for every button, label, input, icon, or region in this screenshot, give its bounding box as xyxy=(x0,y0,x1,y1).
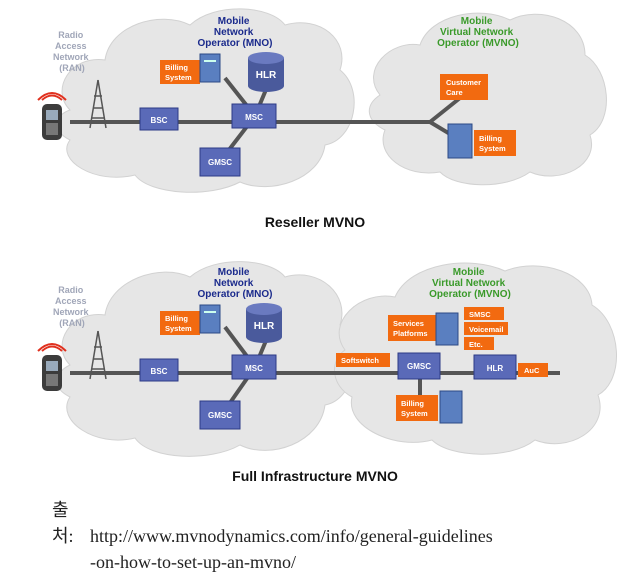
voicemail-box: Voicemail xyxy=(464,322,508,335)
mvno-billing-system: Billing System xyxy=(447,123,516,159)
auc-box: AuC xyxy=(518,363,548,377)
ran-label: Radio Access Network (RAN) xyxy=(53,30,91,73)
svg-text:Customer Care: Customer Care xyxy=(446,78,483,97)
svg-text:Etc.: Etc. xyxy=(469,340,483,349)
svg-text:AuC: AuC xyxy=(524,366,540,375)
svg-text:BSC: BSC xyxy=(151,367,168,376)
reseller-caption: Reseller MVNO xyxy=(264,214,366,230)
svg-text:HLR: HLR xyxy=(254,321,275,332)
svg-text:Voicemail: Voicemail xyxy=(469,325,503,334)
svg-text:SMSC: SMSC xyxy=(469,310,491,319)
svg-text:Services Platforms: Services Platforms xyxy=(393,319,428,338)
mno-hlr-database: HLR xyxy=(246,303,282,343)
mobile-phone-icon xyxy=(37,343,67,391)
source-prefix: 출처: xyxy=(52,500,74,546)
mno-label: Mobile Network Operator (MNO) xyxy=(198,267,273,300)
svg-text:HLR: HLR xyxy=(487,364,504,373)
svg-text:Billing System: Billing System xyxy=(479,134,506,153)
full-mvno-diagram: Radio Access Network (RAN) Mobile Networ… xyxy=(37,261,617,457)
cell-tower-icon xyxy=(89,79,107,129)
mvno-gmsc-node: GMSC xyxy=(397,352,441,380)
mno-billing-system: Billing System xyxy=(160,304,221,335)
svg-text:Softswitch: Softswitch xyxy=(341,356,379,365)
mno-hlr-database: HLR xyxy=(248,52,284,92)
ran-label: Radio Access Network (RAN) xyxy=(53,285,91,328)
source-citation: 출처: http://www.mvnodynamics.com/info/gene… xyxy=(52,497,493,575)
svg-text:Billing System: Billing System xyxy=(401,399,428,418)
gmsc-node: GMSC xyxy=(199,147,241,177)
svg-text:GMSC: GMSC xyxy=(208,411,232,420)
svg-text:BSC: BSC xyxy=(151,116,168,125)
svg-text:Billing System: Billing System xyxy=(165,314,192,333)
services-platforms-box: Services Platforms xyxy=(388,312,459,346)
source-url-line2: -on-how-to-set-up-an-mvno/ xyxy=(90,552,296,572)
svg-text:GMSC: GMSC xyxy=(208,158,232,167)
mvno-hlr-node: HLR xyxy=(473,354,517,380)
softswitch-box: Softswitch xyxy=(336,353,390,367)
msc-node: MSC xyxy=(231,354,277,380)
mvno-label: Mobile Virtual Network Operator (MVNO) xyxy=(429,267,511,300)
smsc-box: SMSC xyxy=(464,307,504,320)
mvno-label: Mobile Virtual Network Operator (MVNO) xyxy=(437,16,519,49)
svg-text:Billing System: Billing System xyxy=(165,63,192,82)
bsc-node: BSC xyxy=(139,107,179,131)
svg-text:GMSC: GMSC xyxy=(407,362,431,371)
cell-tower-icon xyxy=(89,330,107,380)
msc-node: MSC xyxy=(231,103,277,129)
svg-text:MSC: MSC xyxy=(245,364,263,373)
full-infrastructure-caption: Full Infrastructure MVNO xyxy=(232,468,398,484)
bsc-node: BSC xyxy=(139,358,179,382)
etc-box: Etc. xyxy=(464,337,494,350)
mvno-billing-system: Billing System xyxy=(396,390,463,424)
svg-text:MSC: MSC xyxy=(245,113,263,122)
source-url-line1: http://www.mvnodynamics.com/info/general… xyxy=(90,526,493,546)
svg-text:HLR: HLR xyxy=(256,70,277,81)
mno-label: Mobile Network Operator (MNO) xyxy=(198,16,273,49)
customer-care-box: Customer Care xyxy=(440,74,488,100)
mno-billing-system: Billing System xyxy=(160,53,221,84)
gmsc-node: GMSC xyxy=(199,400,241,430)
mobile-phone-icon xyxy=(37,92,67,140)
reseller-mvno-diagram: Radio Access Network (RAN) Mobile Networ… xyxy=(37,8,607,193)
